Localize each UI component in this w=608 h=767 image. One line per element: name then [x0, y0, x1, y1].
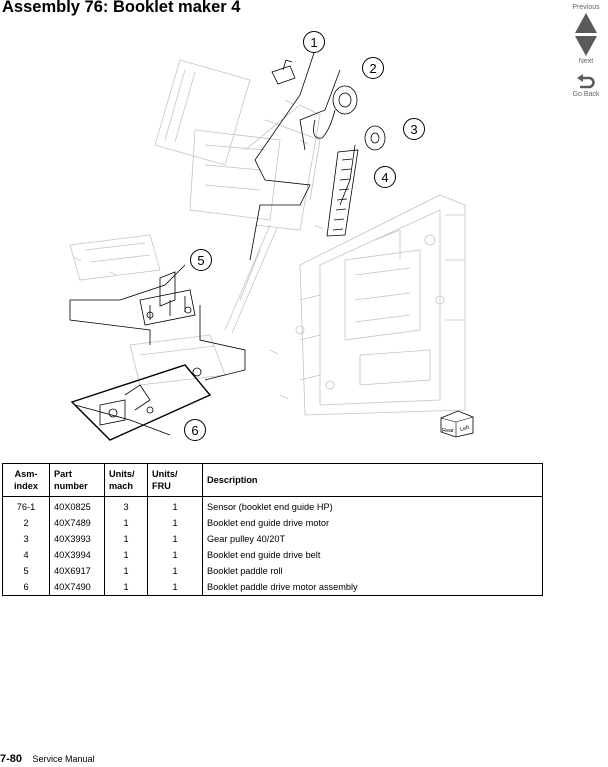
- cell-units-mach: 1: [104, 579, 148, 596]
- cell-description: Booklet paddle drive motor assembly: [202, 579, 543, 596]
- cell-units-mach: 1: [104, 531, 148, 547]
- next-arrow-icon[interactable]: [575, 36, 597, 56]
- previous-arrow-icon[interactable]: [575, 13, 597, 33]
- callout-2: 2: [362, 57, 384, 79]
- cell-units-fru: 1: [147, 496, 203, 515]
- svg-text:2: 2: [369, 61, 376, 76]
- cell-description: Gear pulley 40/20T: [202, 531, 543, 547]
- cell-part-number: 40X3994: [49, 547, 105, 563]
- previous-label[interactable]: Previous: [572, 4, 600, 11]
- svg-text:4: 4: [381, 170, 388, 185]
- cell-units-fru: 1: [147, 579, 203, 596]
- callout-6: 6: [184, 419, 206, 441]
- header-asm-index: Asm-index: [2, 463, 50, 497]
- cell-asm-index: 2: [2, 515, 50, 531]
- cell-part-number: 40X3993: [49, 531, 105, 547]
- callout-4: 4: [374, 166, 396, 188]
- cell-units-mach: 1: [104, 515, 148, 531]
- cell-description: Booklet end guide drive motor: [202, 515, 543, 531]
- cell-units-mach: 1: [104, 547, 148, 563]
- orientation-cube-icon: Rear Left: [440, 410, 474, 438]
- cell-asm-index: 76-1: [2, 496, 50, 515]
- cell-units-fru: 1: [147, 531, 203, 547]
- page-title: Assembly 76: Booklet maker 4: [2, 0, 241, 16]
- header-units-mach: Units/mach: [104, 463, 148, 497]
- cell-part-number: 40X0825: [49, 496, 105, 515]
- next-label[interactable]: Next: [578, 58, 594, 65]
- svg-text:5: 5: [197, 253, 204, 268]
- callout-3: 3: [403, 118, 425, 140]
- cell-part-number: 40X7489: [49, 515, 105, 531]
- cell-units-fru: 1: [147, 515, 203, 531]
- svg-text:6: 6: [191, 423, 198, 438]
- manual-name: Service Manual: [32, 754, 95, 764]
- cell-part-number: 40X6917: [49, 563, 105, 579]
- cell-part-number: 40X7490: [49, 579, 105, 596]
- header-units-fru: Units/FRU: [147, 463, 203, 497]
- svg-text:Left: Left: [460, 425, 471, 433]
- callout-5: 5: [190, 249, 212, 271]
- parts-diagram: [69, 49, 466, 441]
- cell-description: Booklet paddle roll: [202, 563, 543, 579]
- cell-asm-index: 6: [2, 579, 50, 596]
- nav-panel: Previous Next Go Back: [564, 4, 608, 98]
- svg-text:3: 3: [410, 122, 417, 137]
- cell-units-fru: 1: [147, 547, 203, 563]
- cell-units-mach: 1: [104, 563, 148, 579]
- svg-text:Rear: Rear: [442, 428, 454, 434]
- cell-asm-index: 5: [2, 563, 50, 579]
- svg-text:1: 1: [310, 35, 317, 50]
- go-back-icon[interactable]: [575, 73, 597, 91]
- cell-asm-index: 3: [2, 531, 50, 547]
- cell-asm-index: 4: [2, 547, 50, 563]
- cell-units-mach: 3: [104, 496, 148, 515]
- header-description: Description: [202, 463, 543, 497]
- page-number: 7-80: [0, 753, 23, 765]
- cell-description: Booklet end guide drive belt: [202, 547, 543, 563]
- page-footer: 7-80 Service Manual: [0, 749, 95, 767]
- callout-1: 1: [303, 31, 325, 53]
- cell-units-fru: 1: [147, 563, 203, 579]
- cell-description: Sensor (booklet end guide HP): [202, 496, 543, 515]
- go-back-label[interactable]: Go Back: [572, 91, 600, 98]
